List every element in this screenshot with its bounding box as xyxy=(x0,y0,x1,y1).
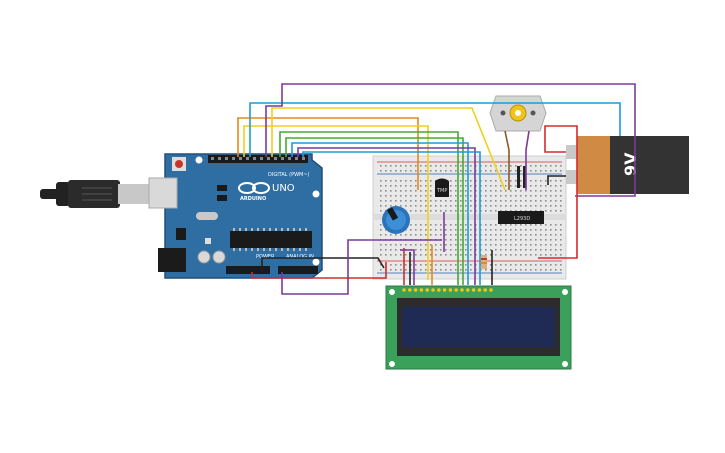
arduino-board: DIGITAL (PWM~) UNO ARDUINO xyxy=(148,153,323,279)
wire-purple-4 xyxy=(525,130,530,190)
temp-sensor-label: TMP xyxy=(436,188,447,194)
reset-button[interactable] xyxy=(175,160,183,168)
analog-label: ANALOG IN xyxy=(286,254,314,260)
wire-purple-3 xyxy=(281,239,442,295)
potentiometer[interactable] xyxy=(382,206,410,234)
arduino-brand-text: ARDUINO xyxy=(240,196,266,202)
wire-green xyxy=(279,131,459,285)
lcd-screen xyxy=(402,307,555,347)
uno-logo-text: UNO xyxy=(272,183,295,194)
wire-blue xyxy=(249,102,621,157)
wire-black-2 xyxy=(547,175,566,185)
wire-purple-5 xyxy=(400,249,415,285)
wire-purple xyxy=(265,83,636,197)
power-label: POWER xyxy=(256,254,275,260)
dc-motor xyxy=(489,95,547,132)
wire-green-2 xyxy=(285,137,464,285)
wire-blue-3 xyxy=(302,151,481,285)
wire-blue-2 xyxy=(291,142,469,285)
wire-red-2 xyxy=(538,125,578,259)
capacitor xyxy=(517,166,526,188)
digital-label: DIGITAL (PWM~) xyxy=(268,172,310,178)
wires xyxy=(237,83,636,295)
wire-yellow xyxy=(243,125,429,280)
resistor xyxy=(481,255,487,269)
wire-black xyxy=(261,257,385,272)
battery-9v: 9V xyxy=(566,136,689,194)
microcontroller-chip xyxy=(230,231,312,248)
wire-red xyxy=(251,262,387,279)
battery-label: 9V xyxy=(621,152,640,176)
motor-driver-chip: L293D xyxy=(498,211,544,224)
wire-brown xyxy=(504,130,510,190)
wire-purple-2 xyxy=(297,147,476,285)
wire-yellow-2 xyxy=(271,107,506,191)
temperature-sensor: TMP xyxy=(435,178,449,197)
lcd-display xyxy=(385,285,572,370)
arduino-logo-icon xyxy=(238,182,270,194)
motor-driver-label: L293D xyxy=(514,216,530,222)
wire-orange xyxy=(237,117,419,190)
